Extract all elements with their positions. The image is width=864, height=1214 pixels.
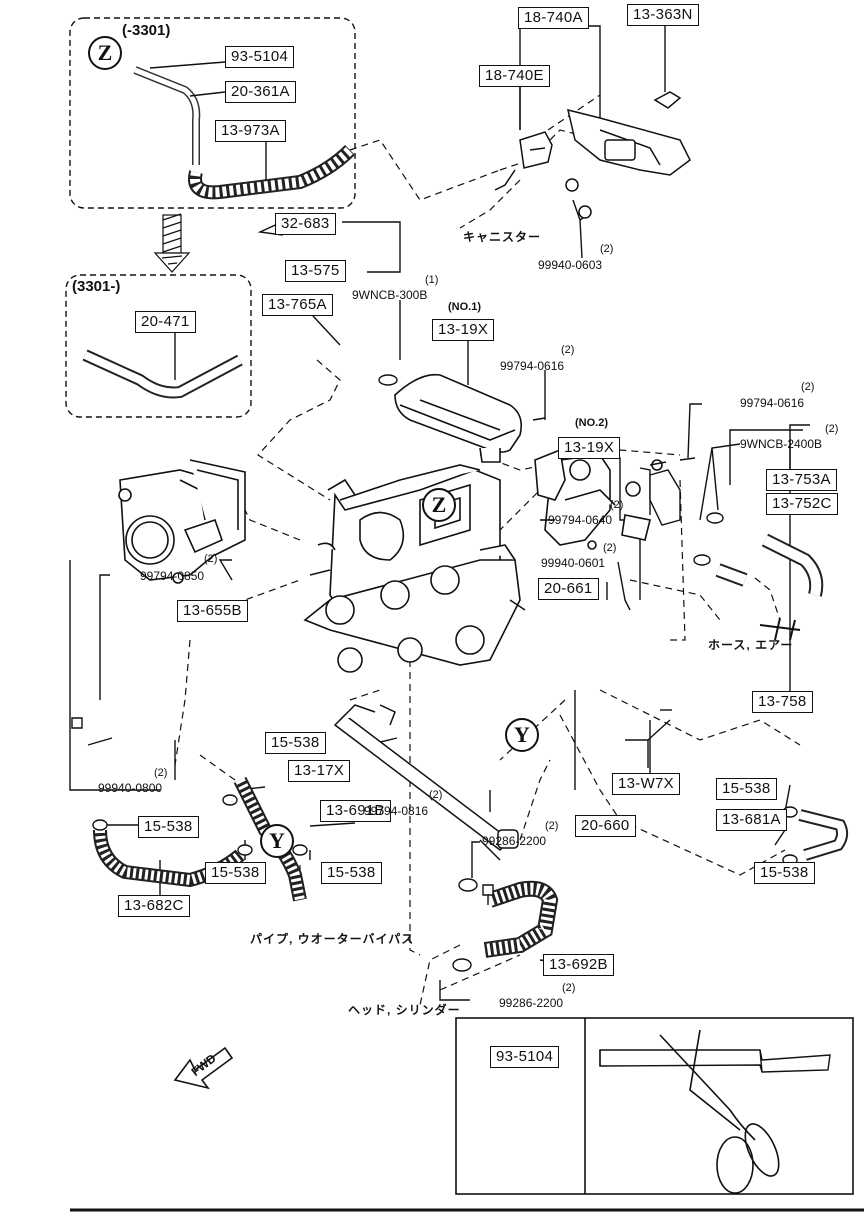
part-15-538-f: 15-538 <box>754 862 815 884</box>
note-hose-air: ホース, エアー <box>708 638 794 652</box>
marker-z-1: Z <box>88 36 122 70</box>
qty-99794-0640: (2) <box>610 499 624 511</box>
part-13-752C: 13-752C <box>766 493 838 515</box>
qty-99940-0603: (2) <box>600 243 614 255</box>
inset-box <box>455 1017 854 1195</box>
part-15-538-a: 15-538 <box>265 732 326 754</box>
part-93-5104-inset: 93-5104 <box>490 1046 560 1068</box>
qty-99286-2200-a: (2) <box>545 820 559 832</box>
solenoid-bracket <box>494 91 691 219</box>
marker-y-2: Y <box>260 824 294 858</box>
hw-9WNCB-300B: 9WNCB-300B <box>352 288 428 302</box>
part-13-682C: 13-682C <box>118 895 190 917</box>
qty-99940-0800: (2) <box>154 767 168 779</box>
qty-99794-0616-b: (2) <box>801 381 815 393</box>
note-head-cylinder: ヘッド, シリンダー <box>348 1003 461 1017</box>
qty-99794-0816: (2) <box>429 789 443 801</box>
part-13-363N: 13-363N <box>627 4 699 26</box>
hw-99794-0850: 99794-0850 <box>140 569 205 583</box>
qty-99940-0601: (2) <box>603 542 617 554</box>
part-13-753A: 13-753A <box>766 469 837 491</box>
part-18-740E: 18-740E <box>479 65 550 87</box>
qty-99794-0616-a: (2) <box>561 344 575 356</box>
part-13-17X: 13-17X <box>288 760 351 782</box>
part-15-538-c: 15-538 <box>205 862 266 884</box>
hose-clamps <box>92 374 798 972</box>
intake-manifold <box>303 464 526 673</box>
part-13-973A: 13-973A <box>215 120 286 142</box>
hw-99286-2200-a: 99286-2200 <box>482 834 547 848</box>
note-pipe-water-bypass: パイプ, ウオーターバイパス <box>250 932 415 946</box>
hw-99940-0800: 99940-0800 <box>98 781 163 795</box>
scissors-icon <box>659 1029 780 1194</box>
range-label-after: (3301-) <box>72 278 121 295</box>
part-32-683: 32-683 <box>275 213 336 235</box>
part-13-19X-no1: 13-19X <box>432 319 495 341</box>
part-18-740A: 18-740A <box>518 7 589 29</box>
part-13-692B: 13-692B <box>543 954 614 976</box>
part-13-765A: 13-765A <box>262 294 333 316</box>
hw-99794-0616-b: 99794-0616 <box>740 396 805 410</box>
hw-99940-0601: 99940-0601 <box>541 556 606 570</box>
bolts <box>71 417 696 905</box>
fwd-arrow-icon <box>173 1046 234 1090</box>
hw-99286-2200-b: 99286-2200 <box>499 996 564 1010</box>
part-15-538-b: 15-538 <box>138 816 199 838</box>
range-label-before: (-3301) <box>122 22 171 39</box>
marker-y-1: Y <box>505 718 539 752</box>
throttle-body <box>118 459 246 584</box>
part-13-19X-no2: 13-19X <box>558 437 621 459</box>
pipe-13-17X <box>333 704 519 861</box>
hw-99794-0816: 99794-0816 <box>364 804 429 818</box>
water-bypass-housing <box>534 448 663 550</box>
tube-sample <box>599 1049 831 1073</box>
part-13-655B: 13-655B <box>177 600 248 622</box>
range-arrow <box>153 213 191 273</box>
qty-99794-0850: (2) <box>204 553 218 565</box>
hw-99794-0616-a: 99794-0616 <box>500 359 565 373</box>
fitting-13-758 <box>759 617 801 641</box>
qty-99286-2200-b: (2) <box>562 982 576 994</box>
qty-9WNCB-300B: (1) <box>425 274 439 286</box>
hw-99794-0640: 99794-0640 <box>548 513 613 527</box>
part-15-538-e: 15-538 <box>716 778 777 800</box>
range-box-after <box>65 274 252 418</box>
part-20-660: 20-660 <box>575 815 636 837</box>
range-box-before <box>69 17 356 209</box>
part-13-575: 13-575 <box>285 260 346 282</box>
part-13-758: 13-758 <box>752 691 813 713</box>
note-canister: キャニスター <box>463 230 542 244</box>
part-13-691B: 13-691B <box>320 800 391 822</box>
hw-99940-0603: 99940-0603 <box>538 258 603 272</box>
hw-9WNCB-2400B: 9WNCB-2400B <box>740 437 823 451</box>
part-13-W7X: 13-W7X <box>612 773 680 795</box>
marker-z-2: Z <box>422 488 456 522</box>
part-20-661: 20-661 <box>538 578 599 600</box>
part-20-471: 20-471 <box>135 311 196 333</box>
part-13-681A: 13-681A <box>716 809 787 831</box>
label-no2: (NO.2) <box>575 417 608 429</box>
ring-13-19X-no2 <box>649 469 681 526</box>
part-15-538-d: 15-538 <box>321 862 382 884</box>
part-93-5104: 93-5104 <box>225 46 295 68</box>
resonator-13-19X <box>394 373 523 463</box>
part-20-361A: 20-361A <box>225 81 296 103</box>
label-no1: (NO.1) <box>448 301 481 313</box>
qty-9WNCB-2400B: (2) <box>825 423 839 435</box>
